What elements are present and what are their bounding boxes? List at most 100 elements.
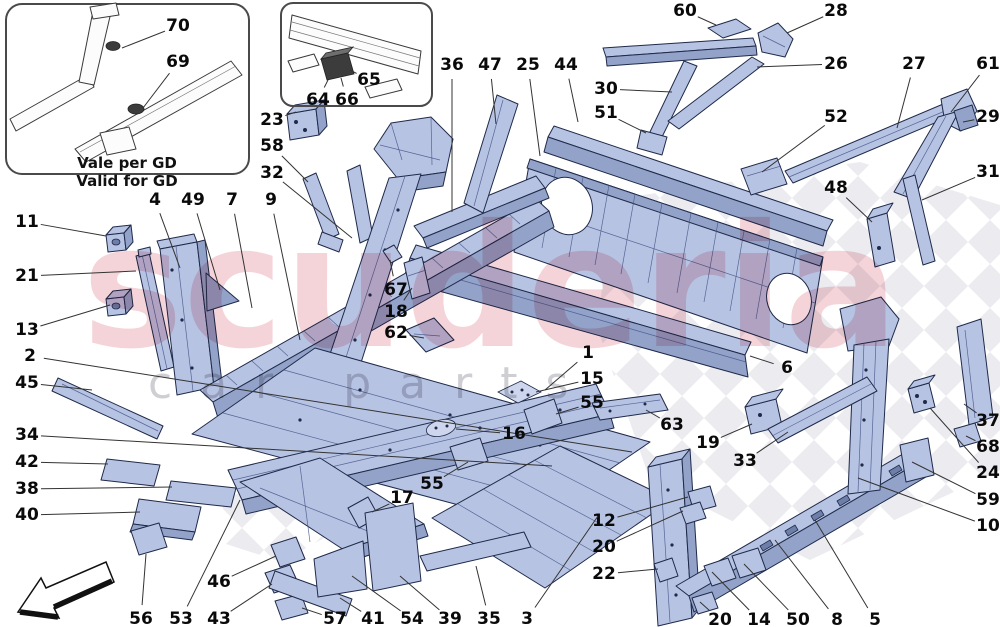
callout-leader-5 <box>814 519 869 609</box>
callout-56[interactable]: 56 <box>129 609 153 627</box>
callout-58[interactable]: 58 <box>260 136 284 156</box>
callout-31[interactable]: 31 <box>976 162 1000 182</box>
callout-62[interactable]: 62 <box>384 323 408 343</box>
callout-32[interactable]: 32 <box>260 163 284 183</box>
inset2-plate-left <box>287 53 320 73</box>
callout-43[interactable]: 43 <box>207 609 231 627</box>
callout-leader-2 <box>43 357 633 453</box>
callout-68[interactable]: 68 <box>976 437 1000 457</box>
callout-19[interactable]: 19 <box>696 433 720 453</box>
callout-9[interactable]: 9 <box>265 190 277 210</box>
callout-28[interactable]: 28 <box>824 1 848 21</box>
inset-gd-border <box>5 3 250 175</box>
callout-67[interactable]: 67 <box>384 280 408 300</box>
callout-7[interactable]: 7 <box>226 190 238 210</box>
callout-59[interactable]: 59 <box>976 490 1000 510</box>
callout-18[interactable]: 18 <box>384 302 408 322</box>
callout-3[interactable]: 3 <box>521 609 533 627</box>
callout-50[interactable]: 50 <box>786 610 810 627</box>
callout-leader-37 <box>963 403 977 414</box>
callout-leader-7 <box>234 213 253 309</box>
callout-60[interactable]: 60 <box>673 1 697 21</box>
callout-leader-15 <box>535 381 579 393</box>
callout-36[interactable]: 36 <box>440 55 464 75</box>
callout-leader-43 <box>230 583 273 612</box>
callout-leader-48 <box>845 197 873 223</box>
callout-37[interactable]: 37 <box>976 411 1000 431</box>
callout-34[interactable]: 34 <box>15 425 39 445</box>
callout-20[interactable]: 20 <box>708 610 732 627</box>
callout-5[interactable]: 5 <box>869 610 881 627</box>
callout-27[interactable]: 27 <box>902 54 926 74</box>
callout-29[interactable]: 29 <box>976 107 1000 127</box>
callout-11[interactable]: 11 <box>15 212 39 232</box>
callout-61[interactable]: 61 <box>976 54 1000 74</box>
inset-64-66 <box>280 2 433 107</box>
callout-66[interactable]: 66 <box>335 90 359 110</box>
callout-14[interactable]: 14 <box>747 610 771 627</box>
direction-arrow-body <box>16 561 115 619</box>
part-box-24 <box>907 374 936 414</box>
callout-10[interactable]: 10 <box>976 516 1000 536</box>
inset-gd-line2: Valid for GD <box>76 172 177 190</box>
callout-26[interactable]: 26 <box>824 54 848 74</box>
part-strap-58-foot <box>317 231 344 253</box>
callout-12[interactable]: 12 <box>592 511 616 531</box>
callout-42[interactable]: 42 <box>15 452 39 472</box>
callout-35[interactable]: 35 <box>477 609 501 627</box>
callout-39[interactable]: 39 <box>438 609 462 627</box>
callout-25[interactable]: 25 <box>516 55 540 75</box>
callout-55[interactable]: 55 <box>420 474 444 494</box>
direction-arrow-shadow2 <box>19 609 59 620</box>
inset-64-66-border <box>280 2 433 107</box>
callout-2[interactable]: 2 <box>24 346 36 366</box>
callout-47[interactable]: 47 <box>478 55 502 75</box>
callout-51[interactable]: 51 <box>594 103 618 123</box>
callout-41[interactable]: 41 <box>361 609 385 627</box>
callout-46[interactable]: 46 <box>207 572 231 592</box>
callout-45[interactable]: 45 <box>15 373 39 393</box>
callout-leader-35 <box>475 565 487 606</box>
inset-part-70 <box>105 41 121 51</box>
callout-21[interactable]: 21 <box>15 266 39 286</box>
callout-49[interactable]: 49 <box>181 190 205 210</box>
callout-52[interactable]: 52 <box>824 107 848 127</box>
callout-leader-33 <box>756 431 789 454</box>
callout-8[interactable]: 8 <box>831 610 843 627</box>
callout-70[interactable]: 70 <box>166 16 190 36</box>
inset-foot <box>99 126 137 156</box>
callout-57[interactable]: 57 <box>323 609 347 627</box>
part-cube-13 <box>105 288 134 317</box>
callout-17[interactable]: 17 <box>390 488 414 508</box>
callout-24[interactable]: 24 <box>976 463 1000 483</box>
part-joint-28 <box>757 22 794 58</box>
callout-55[interactable]: 55 <box>580 393 604 413</box>
callout-33[interactable]: 33 <box>733 451 757 471</box>
callout-30[interactable]: 30 <box>594 79 618 99</box>
callout-65[interactable]: 65 <box>357 70 381 90</box>
callout-16[interactable]: 16 <box>502 424 526 444</box>
callout-13[interactable]: 13 <box>15 320 39 340</box>
callout-48[interactable]: 48 <box>824 178 848 198</box>
callout-6[interactable]: 6 <box>781 358 793 378</box>
part-bracket-18 <box>403 256 431 300</box>
part-wedge-38 <box>165 480 237 508</box>
callout-53[interactable]: 53 <box>169 609 193 627</box>
callout-leader-46 <box>231 555 277 577</box>
callout-40[interactable]: 40 <box>15 505 39 525</box>
callout-69[interactable]: 69 <box>166 52 190 72</box>
callout-22[interactable]: 22 <box>592 564 616 584</box>
callout-4[interactable]: 4 <box>149 190 161 210</box>
callout-20[interactable]: 20 <box>592 537 616 557</box>
callout-64[interactable]: 64 <box>306 90 330 110</box>
callout-23[interactable]: 23 <box>260 110 284 130</box>
callout-63[interactable]: 63 <box>660 415 684 435</box>
callout-38[interactable]: 38 <box>15 479 39 499</box>
direction-arrow-shadow <box>52 578 114 610</box>
callout-15[interactable]: 15 <box>580 369 604 389</box>
callout-leader-30 <box>619 89 673 93</box>
callout-44[interactable]: 44 <box>554 55 578 75</box>
callout-54[interactable]: 54 <box>400 609 424 627</box>
callout-1[interactable]: 1 <box>582 343 594 363</box>
